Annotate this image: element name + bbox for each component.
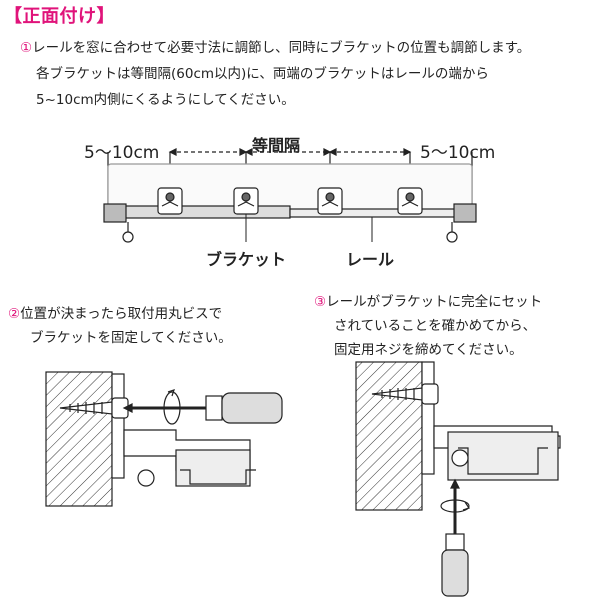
step2-text-2: ブラケットを固定してください。 (30, 330, 232, 346)
step1-number: ① (20, 40, 33, 56)
step2-line1: ②位置が決まったら取付用丸ビスで (8, 304, 222, 324)
step1-text-2: 各ブラケットは等間隔(60cm以内)に、両端のブラケットはレールの端から (36, 66, 489, 82)
step3-text-1: レールがブラケットに完全にセット (326, 294, 543, 310)
rail-label: レール (346, 250, 395, 269)
step2-text-1: 位置が決まったら取付用丸ビスで (20, 306, 223, 322)
step1-text-1: レールを窓に合わせて必要寸法に調節し、同時にブラケットの位置も調節します。 (32, 40, 531, 56)
step2-number: ② (8, 306, 21, 322)
page-title: 【正面付け】 (4, 6, 115, 27)
step3-number: ③ (314, 294, 327, 310)
step3-text-3: 固定用ネジを締めてください。 (334, 342, 523, 358)
step3-text-2: されていることを確かめてから、 (334, 318, 537, 334)
step3-line1: ③レールがブラケットに完全にセット (314, 292, 542, 312)
step1-line1: ①レールを窓に合わせて必要寸法に調節し、同時にブラケットの位置も調節します。 (20, 38, 530, 58)
right-dimension-label: 5～10cm (420, 143, 496, 163)
bracket-label: ブラケット (206, 250, 287, 269)
equal-spacing-label: 等間隔 (252, 136, 301, 155)
left-dimension-label: 5～10cm (84, 143, 160, 163)
step1-text-3: 5~10cm内側にくるようにしてください。 (36, 92, 295, 108)
